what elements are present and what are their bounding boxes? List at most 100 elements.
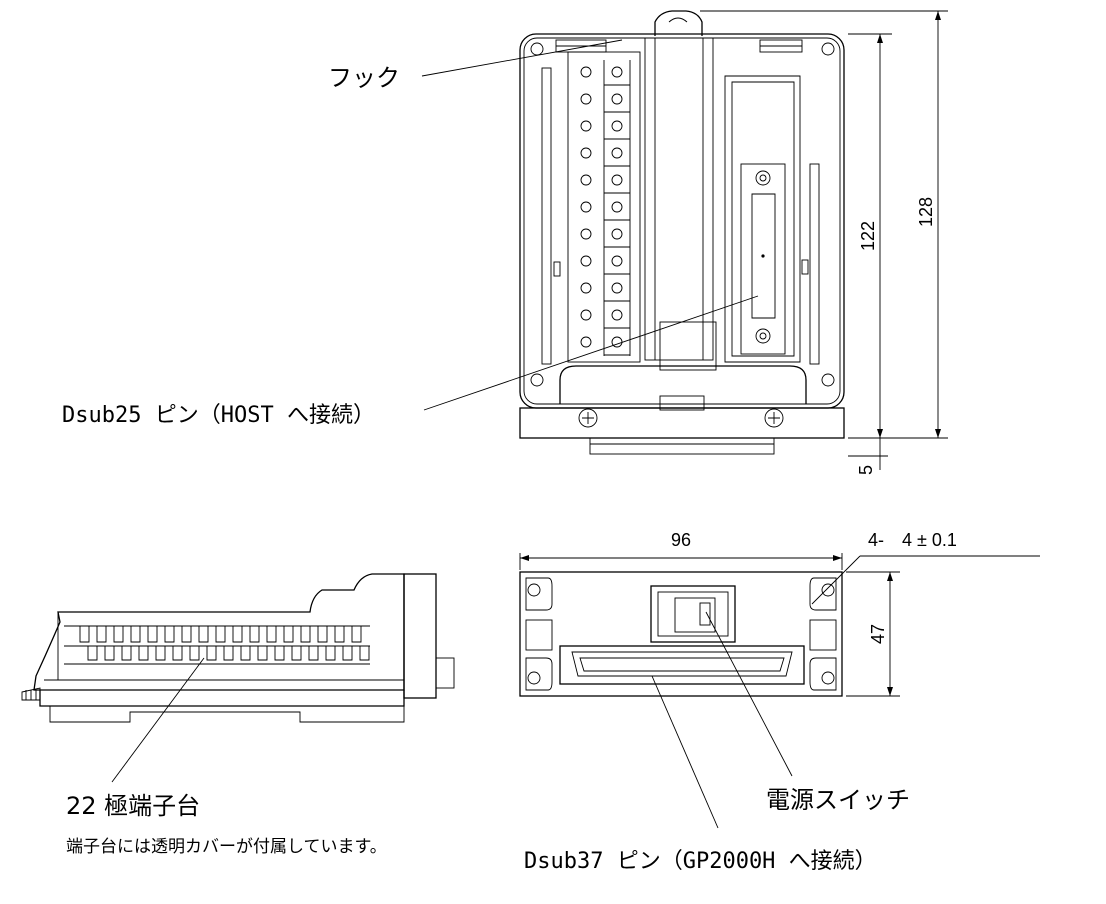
terminal-screw — [611, 147, 623, 159]
center-channel — [644, 37, 714, 361]
terminal-fin — [206, 646, 217, 661]
dsub37-frame — [559, 645, 805, 685]
terminal-screw — [580, 309, 592, 321]
terminal-fin — [274, 646, 285, 661]
end-corner-br — [809, 657, 837, 691]
end-side-pocket — [809, 619, 837, 651]
leader-lines — [111, 39, 793, 829]
dim-128: 128 — [916, 197, 936, 227]
terminal-screw — [580, 201, 592, 213]
terminal-screw — [611, 93, 623, 105]
terminal-fin — [172, 646, 183, 661]
dsub37-connector — [571, 651, 793, 677]
terminal-fin — [104, 646, 115, 661]
lower-bracket — [559, 365, 807, 404]
label-hook: フック — [328, 64, 400, 92]
terminal-screw — [611, 309, 623, 321]
end-body — [519, 571, 843, 697]
terminal-screw — [611, 228, 623, 240]
leader-dsub25 — [423, 295, 759, 411]
end-view — [519, 571, 843, 697]
terminal-fin — [240, 646, 251, 661]
terminal-fins — [79, 626, 370, 661]
connector-panel — [724, 75, 801, 363]
terminal-fin — [130, 626, 141, 643]
terminal-fin — [147, 626, 158, 643]
side-end-plate — [403, 573, 437, 699]
label-dsub25: Dsub25 ピン（HOST へ接続） — [62, 403, 375, 428]
power-switch-rocker — [674, 597, 716, 633]
side-tab — [21, 687, 41, 701]
terminal-screw — [580, 147, 592, 159]
mount-screw-right — [764, 408, 784, 428]
front-connector-lip — [589, 437, 775, 455]
side-body-outline — [33, 573, 405, 691]
dsub25-screw-bottom — [755, 328, 771, 344]
leader-hook — [421, 39, 623, 77]
end-side-pocket — [525, 619, 553, 651]
dim-47: 47 — [868, 624, 888, 644]
terminal-fin — [79, 626, 90, 643]
dsub25-connector — [740, 163, 786, 355]
side-slot-right — [809, 163, 820, 365]
label-power-switch: 電源スイッチ — [766, 786, 910, 814]
terminal-fin — [351, 626, 362, 643]
side-view — [21, 573, 455, 723]
hook-notch — [668, 17, 688, 23]
terminal-fin — [300, 626, 311, 643]
dim-122: 122 — [858, 221, 878, 251]
terminal-screw — [580, 228, 592, 240]
terminal-fin — [359, 646, 370, 661]
dsub25-screw-top — [755, 170, 771, 186]
corner-hole — [530, 373, 544, 387]
end-corner-bl — [525, 657, 553, 691]
side-connector-stub — [435, 657, 455, 689]
label-dsub37: Dsub37 ピン（GP2000H へ接続） — [524, 849, 877, 874]
terminal-screw — [580, 120, 592, 132]
terminal-fin — [257, 646, 268, 661]
terminal-fin — [155, 646, 166, 661]
terminal-screw — [580, 174, 592, 186]
terminal-fin — [223, 646, 234, 661]
center-tab — [659, 321, 717, 371]
front-base-plate — [519, 407, 845, 439]
label-terminal-block: 22 極端子台 — [66, 792, 200, 820]
terminal-screw — [611, 282, 623, 294]
leader-power-switch — [705, 611, 793, 777]
end-corner-tl — [525, 577, 553, 611]
front-body — [519, 33, 845, 409]
terminal-screw — [580, 93, 592, 105]
terminal-fin — [342, 646, 353, 661]
power-switch-housing — [650, 585, 736, 643]
leader-dsub37 — [651, 675, 719, 829]
terminal-fin — [317, 626, 328, 643]
dsub25-shell — [751, 193, 776, 319]
terminal-fin — [334, 626, 345, 643]
terminal-screw — [611, 66, 623, 78]
corner-hole — [530, 42, 544, 56]
terminal-screw — [580, 255, 592, 267]
terminal-fin — [283, 626, 294, 643]
hole-leader — [811, 555, 861, 605]
terminal-fin — [181, 626, 192, 643]
terminal-screw — [611, 174, 623, 186]
terminal-screw — [580, 282, 592, 294]
corner-hole — [821, 373, 835, 387]
end-dimensions — [519, 553, 1040, 697]
terminal-fin — [164, 626, 175, 643]
dim-5: 5 — [856, 465, 876, 475]
side-base — [39, 690, 405, 707]
front-view — [519, 10, 845, 455]
terminal-fin — [189, 646, 200, 661]
terminal-fin — [308, 646, 319, 661]
dim-96: 96 — [671, 530, 691, 550]
lower-label-window — [659, 395, 705, 411]
terminal-fin — [215, 626, 226, 643]
dim-hole-spec: 4- 4 ± 0.1 — [868, 530, 957, 550]
terminal-screw — [611, 255, 623, 267]
terminal-fin — [87, 646, 98, 661]
label-terminal-note: 端子台には透明カバーが付属しています。 — [66, 837, 387, 857]
terminal-fin — [121, 646, 132, 661]
terminal-fin — [232, 626, 243, 643]
hook-tab — [654, 10, 703, 36]
